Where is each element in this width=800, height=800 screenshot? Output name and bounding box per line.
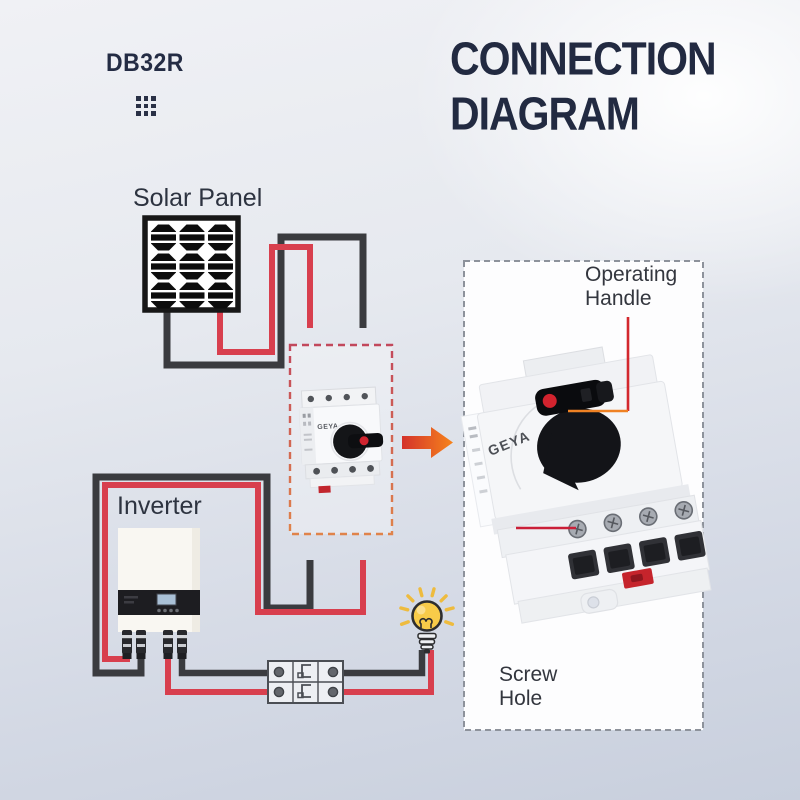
inverter-graphic [118, 528, 200, 659]
small-knob-red-dot [359, 436, 369, 446]
brand-logo-small: GEYA [317, 423, 339, 431]
mc4-connectors [122, 630, 187, 659]
light-bulb-icon [399, 587, 455, 654]
page-title: CONNECTION DIAGRAM [450, 32, 717, 142]
small-switch-graphic: GEYA [298, 386, 384, 494]
screw-hole-label: Screw Hole [499, 663, 557, 711]
wire-dc-negative [92, 473, 314, 677]
grid-dots-icon [136, 96, 156, 116]
large-switch-graphic: GEYA [460, 346, 712, 624]
operating-handle-line1: Operating [585, 263, 678, 286]
large-knob-red-dot [542, 393, 557, 408]
solar-panel-graphic [142, 215, 241, 313]
wire-ac-neutral-right [338, 650, 434, 695]
wire-ac-neutral-left [165, 655, 276, 695]
solar-panel-label: Solar Panel [133, 184, 263, 212]
model-label: DB32R [106, 48, 184, 77]
wire-pv-negative [163, 233, 367, 369]
wire-pv-positive [217, 244, 313, 355]
operating-handle-line2: Handle [585, 287, 652, 310]
page-title-line1: CONNECTION [450, 33, 717, 85]
operating-handle-label: Operating Handle [585, 263, 677, 311]
wire-ac-live-right [338, 650, 426, 677]
small-switch-red-clip [318, 485, 331, 494]
page-title-line2: DIAGRAM [450, 88, 640, 140]
wire-ac-live-left [178, 655, 276, 677]
inverter-label: Inverter [117, 492, 202, 520]
callout-lines [515, 317, 630, 663]
screw-hole-line1: Screw [499, 663, 558, 686]
inverter-lcd-screen [156, 593, 177, 606]
breaker-graphic [267, 660, 344, 704]
screw-hole-target [587, 596, 600, 609]
zoom-arrow-icon [402, 427, 453, 458]
screw-hole-line2: Hole [499, 687, 543, 710]
